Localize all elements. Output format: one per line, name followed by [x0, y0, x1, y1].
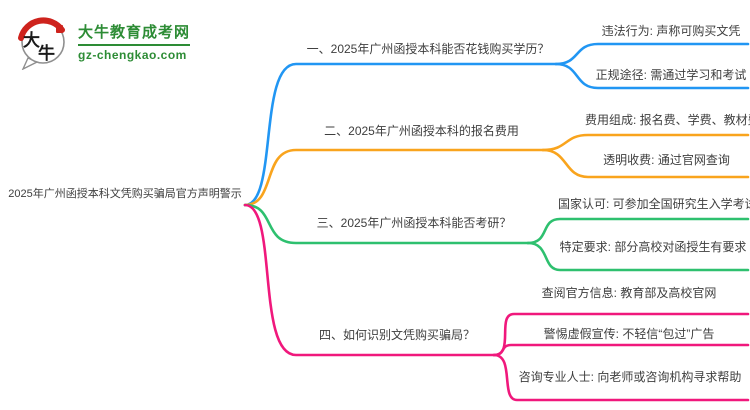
- logo-divider: [78, 43, 191, 46]
- branch-3-lines: [243, 203, 750, 272]
- branch-3-item-1: 国家认可: 可参加全国研究生入学考试: [558, 197, 750, 211]
- branch-4-lines: [243, 203, 750, 402]
- site-name: 大牛教育成考网: [78, 23, 191, 41]
- branch-3-title: 三、2025年广州函授本科能否考研？: [316, 216, 512, 230]
- branch-2-lines: [243, 133, 750, 207]
- branch-4-item-1: 查阅官方信息: 教育部及高校官网: [541, 286, 717, 300]
- badge-character-2: 牛: [38, 43, 55, 63]
- branch-2-item-1: 费用组成: 报名费、学费、教材费: [585, 113, 750, 127]
- branch-4-title: 四、如何识别文凭购买骗局？: [318, 328, 475, 342]
- branch-3-item-2: 特定要求: 部分高校对函授生有要求: [559, 240, 747, 254]
- branch-1-item-2: 正规途径: 需通过学习和考试: [595, 68, 747, 82]
- root-topic: 2025年广州函授本科文凭购买骗局官方声明警示: [8, 188, 242, 200]
- branch-2-item-2: 透明收费: 通过官网查询: [603, 153, 730, 167]
- badge-character-1: 大: [23, 30, 40, 50]
- branch-4-item-3: 咨询专业人士: 向老师或咨询机构寻求帮助: [518, 370, 742, 384]
- site-domain: gz-chengkao.com: [78, 47, 187, 62]
- red-seal-icon: [56, 25, 63, 33]
- branch-1-item-1: 违法行为: 声称可购买文凭: [601, 24, 741, 38]
- branch-1-lines: [243, 42, 750, 207]
- branch-2-title: 二、2025年广州函授本科的报名费用: [324, 124, 519, 138]
- branch-4-item-2: 警惕虚假宣传: 不轻信“包过”广告: [543, 327, 715, 341]
- logo-badge: 大 牛: [18, 17, 65, 70]
- site-logo[interactable]: 大 牛 大牛教育成考网 gz-chengkao.com: [16, 12, 191, 70]
- logo-text: 大牛教育成考网 gz-chengkao.com: [78, 21, 191, 62]
- branch-1-title: 一、2025年广州函授本科能否花钱购买学历？: [306, 42, 550, 56]
